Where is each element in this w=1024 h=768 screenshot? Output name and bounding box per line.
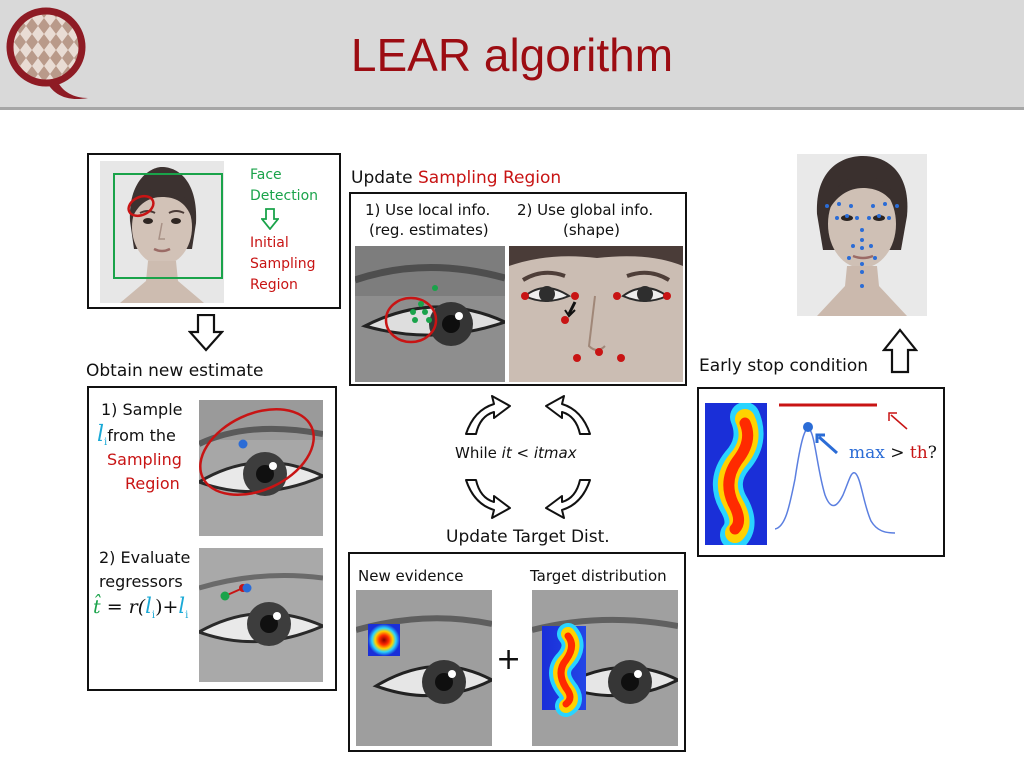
formula-sub2: i: [185, 610, 188, 621]
hollow-down-arrow-icon: [188, 314, 224, 352]
step2-line2: regressors: [99, 572, 183, 591]
while-loop-label: While it < itmax: [455, 444, 577, 462]
initial-sampling-ellipse: [125, 193, 159, 219]
hollow-up-arrow-icon: [882, 328, 918, 374]
local-info-label-2: (reg. estimates): [369, 220, 489, 240]
update-sampling-prefix: Update: [351, 168, 418, 188]
global-info-label-2: (shape): [563, 220, 620, 240]
local-eye-photo: [355, 246, 505, 382]
target-eye-photo: [532, 590, 678, 746]
early-stop-panel: max > th?: [697, 387, 945, 557]
update-sampling-highlight: Sampling Region: [418, 168, 561, 188]
eye-evaluate-photo: [199, 548, 323, 682]
green-down-arrow-icon: [261, 208, 279, 230]
th-label: th: [910, 443, 928, 463]
step2-formula: t̂ = r(li)+li: [93, 594, 188, 621]
initial-region-label-1: Initial: [250, 233, 289, 253]
global-face-photo: [509, 246, 683, 382]
plus-sign: +: [496, 642, 521, 677]
step1-line3: Sampling: [107, 450, 182, 469]
formula-t-hat: t̂: [93, 596, 101, 618]
global-info-label-1: 2) Use global info.: [517, 200, 653, 220]
step1-line2: lifrom the: [97, 422, 176, 448]
step1-var: l: [97, 422, 104, 447]
max-label: max: [849, 443, 885, 463]
update-sampling-heading: Update Sampling Region: [351, 168, 561, 188]
formula-l1: l: [145, 594, 152, 618]
update-sampling-panel: 1) Use local info. (reg. estimates) 2) U…: [349, 192, 687, 386]
evidence-eye-photo: [356, 590, 492, 746]
update-target-heading: Update Target Dist.: [446, 527, 610, 547]
question-mark: ?: [928, 443, 937, 463]
step1-line4: Region: [125, 474, 180, 493]
formula-eq: = r(: [107, 596, 145, 618]
obtain-estimate-heading: Obtain new estimate: [86, 361, 264, 381]
step1-from-the: from the: [107, 426, 176, 445]
face-detection-bbox: [113, 173, 223, 279]
face-detection-label-1: Face: [250, 165, 282, 185]
early-stop-heading: Early stop condition: [699, 356, 868, 376]
step2-line1: 2) Evaluate: [99, 548, 190, 567]
target-distribution-label: Target distribution: [530, 566, 667, 586]
formula-mid: )+: [155, 596, 178, 618]
max-threshold-label: max > th?: [849, 443, 937, 463]
while-prefix: While: [455, 444, 502, 462]
local-info-label-1: 1) Use local info.: [365, 200, 490, 220]
initial-region-label-2: Sampling: [250, 254, 316, 274]
eye-sample-photo: [199, 400, 323, 536]
peak-curve-plot: [775, 399, 943, 549]
landmark-face-photo: [797, 154, 927, 316]
face-detection-label-2: Detection: [250, 186, 318, 206]
gt-label: >: [890, 443, 904, 463]
while-it: it: [502, 444, 512, 462]
initial-region-label-3: Region: [250, 275, 298, 295]
obtain-estimate-panel: 1) Sample lifrom the Sampling Region 2) …: [87, 386, 337, 691]
face-detection-panel: Face Detection Initial Sampling Region: [87, 153, 341, 309]
while-itmax: itmax: [534, 444, 577, 462]
update-target-panel: New evidence Target distribution +: [348, 552, 686, 752]
new-evidence-label: New evidence: [358, 566, 464, 586]
step1-line1: 1) Sample: [101, 400, 183, 419]
heatmap-thumbnail: [705, 403, 767, 545]
while-lt: <: [512, 444, 534, 462]
slide-title: LEAR algorithm: [0, 28, 1024, 82]
